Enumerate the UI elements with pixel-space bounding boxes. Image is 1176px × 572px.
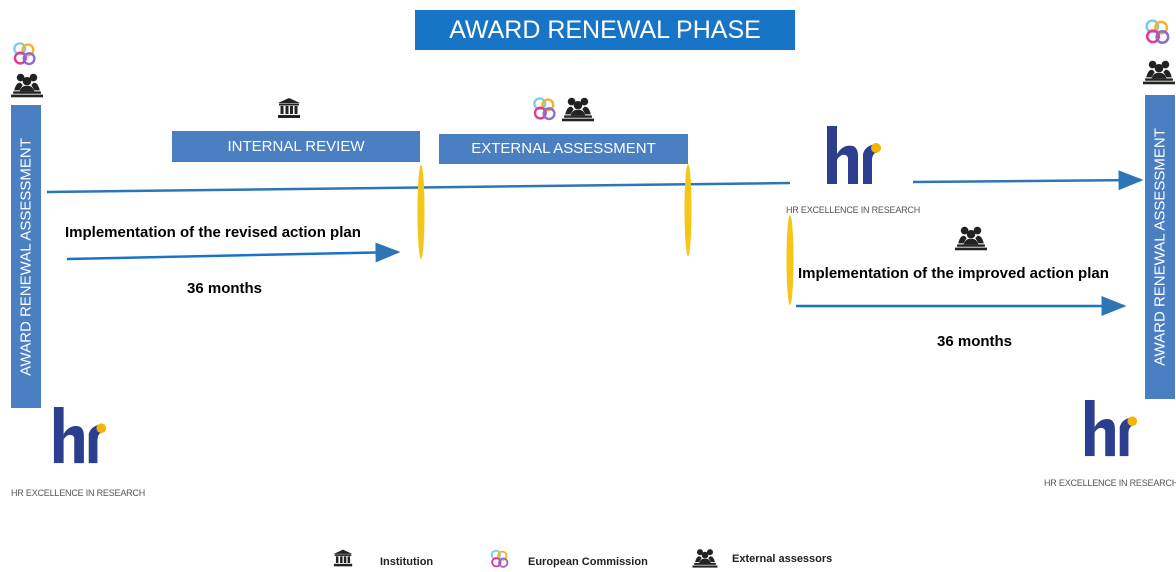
improved-plan-duration: 36 months bbox=[937, 333, 1013, 350]
european-commission-icon bbox=[487, 548, 513, 570]
hr-logo bbox=[827, 126, 881, 184]
legend: Institution European Commission External… bbox=[330, 548, 890, 570]
revised-plan-duration: 36 months bbox=[187, 280, 263, 297]
milestone-marker-2 bbox=[684, 164, 692, 256]
hr-logo bbox=[53, 407, 107, 464]
main-timeline-arrow-2 bbox=[912, 170, 1144, 191]
external-assessors-icon bbox=[11, 70, 43, 100]
award-renewal-assessment-label-left: AWARD RENEWAL ASSESSMENT bbox=[17, 137, 35, 376]
external-assessors-icon bbox=[690, 548, 720, 568]
milestone-marker-3 bbox=[786, 215, 794, 305]
improved-plan-label: Implementation of the improved action pl… bbox=[798, 265, 1109, 282]
award-renewal-assessment-bar-right: AWARD RENEWAL ASSESSMENT bbox=[1145, 95, 1175, 399]
hr-logo-caption: HR EXCELLENCE IN RESEARCH bbox=[11, 488, 146, 498]
legend-label-external-assessors: External assessors bbox=[732, 553, 833, 565]
hr-logo bbox=[1084, 400, 1138, 457]
revised-plan-label: Implementation of the revised action pla… bbox=[65, 224, 361, 241]
legend-label-european-commission: European Commission bbox=[528, 556, 648, 568]
award-renewal-assessment-label-right: AWARD RENEWAL ASSESSMENT bbox=[1151, 128, 1169, 366]
european-commission-icon bbox=[530, 95, 560, 123]
european-commission-icon bbox=[1143, 17, 1173, 47]
external-assessors-icon bbox=[955, 225, 987, 251]
internal-review-box: INTERNAL REVIEW bbox=[172, 131, 420, 162]
external-assessors-icon bbox=[1143, 57, 1175, 87]
hr-logo-caption: HR EXCELLENCE IN RESEARCH bbox=[1044, 478, 1176, 488]
institution-icon bbox=[330, 548, 356, 568]
external-assessors-icon bbox=[562, 95, 594, 123]
legend-label-institution: Institution bbox=[380, 556, 434, 568]
institution-icon bbox=[276, 96, 302, 120]
hr-logo-caption: HR EXCELLENCE IN RESEARCH bbox=[786, 205, 921, 215]
phase-title: AWARD RENEWAL PHASE bbox=[415, 10, 795, 50]
external-assessment-box: EXTERNAL ASSESSMENT bbox=[439, 134, 688, 164]
european-commission-icon bbox=[10, 40, 40, 68]
milestone-marker-1 bbox=[417, 165, 425, 259]
revised-plan-arrow bbox=[66, 242, 401, 263]
award-renewal-assessment-bar-left: AWARD RENEWAL ASSESSMENT bbox=[11, 105, 41, 408]
